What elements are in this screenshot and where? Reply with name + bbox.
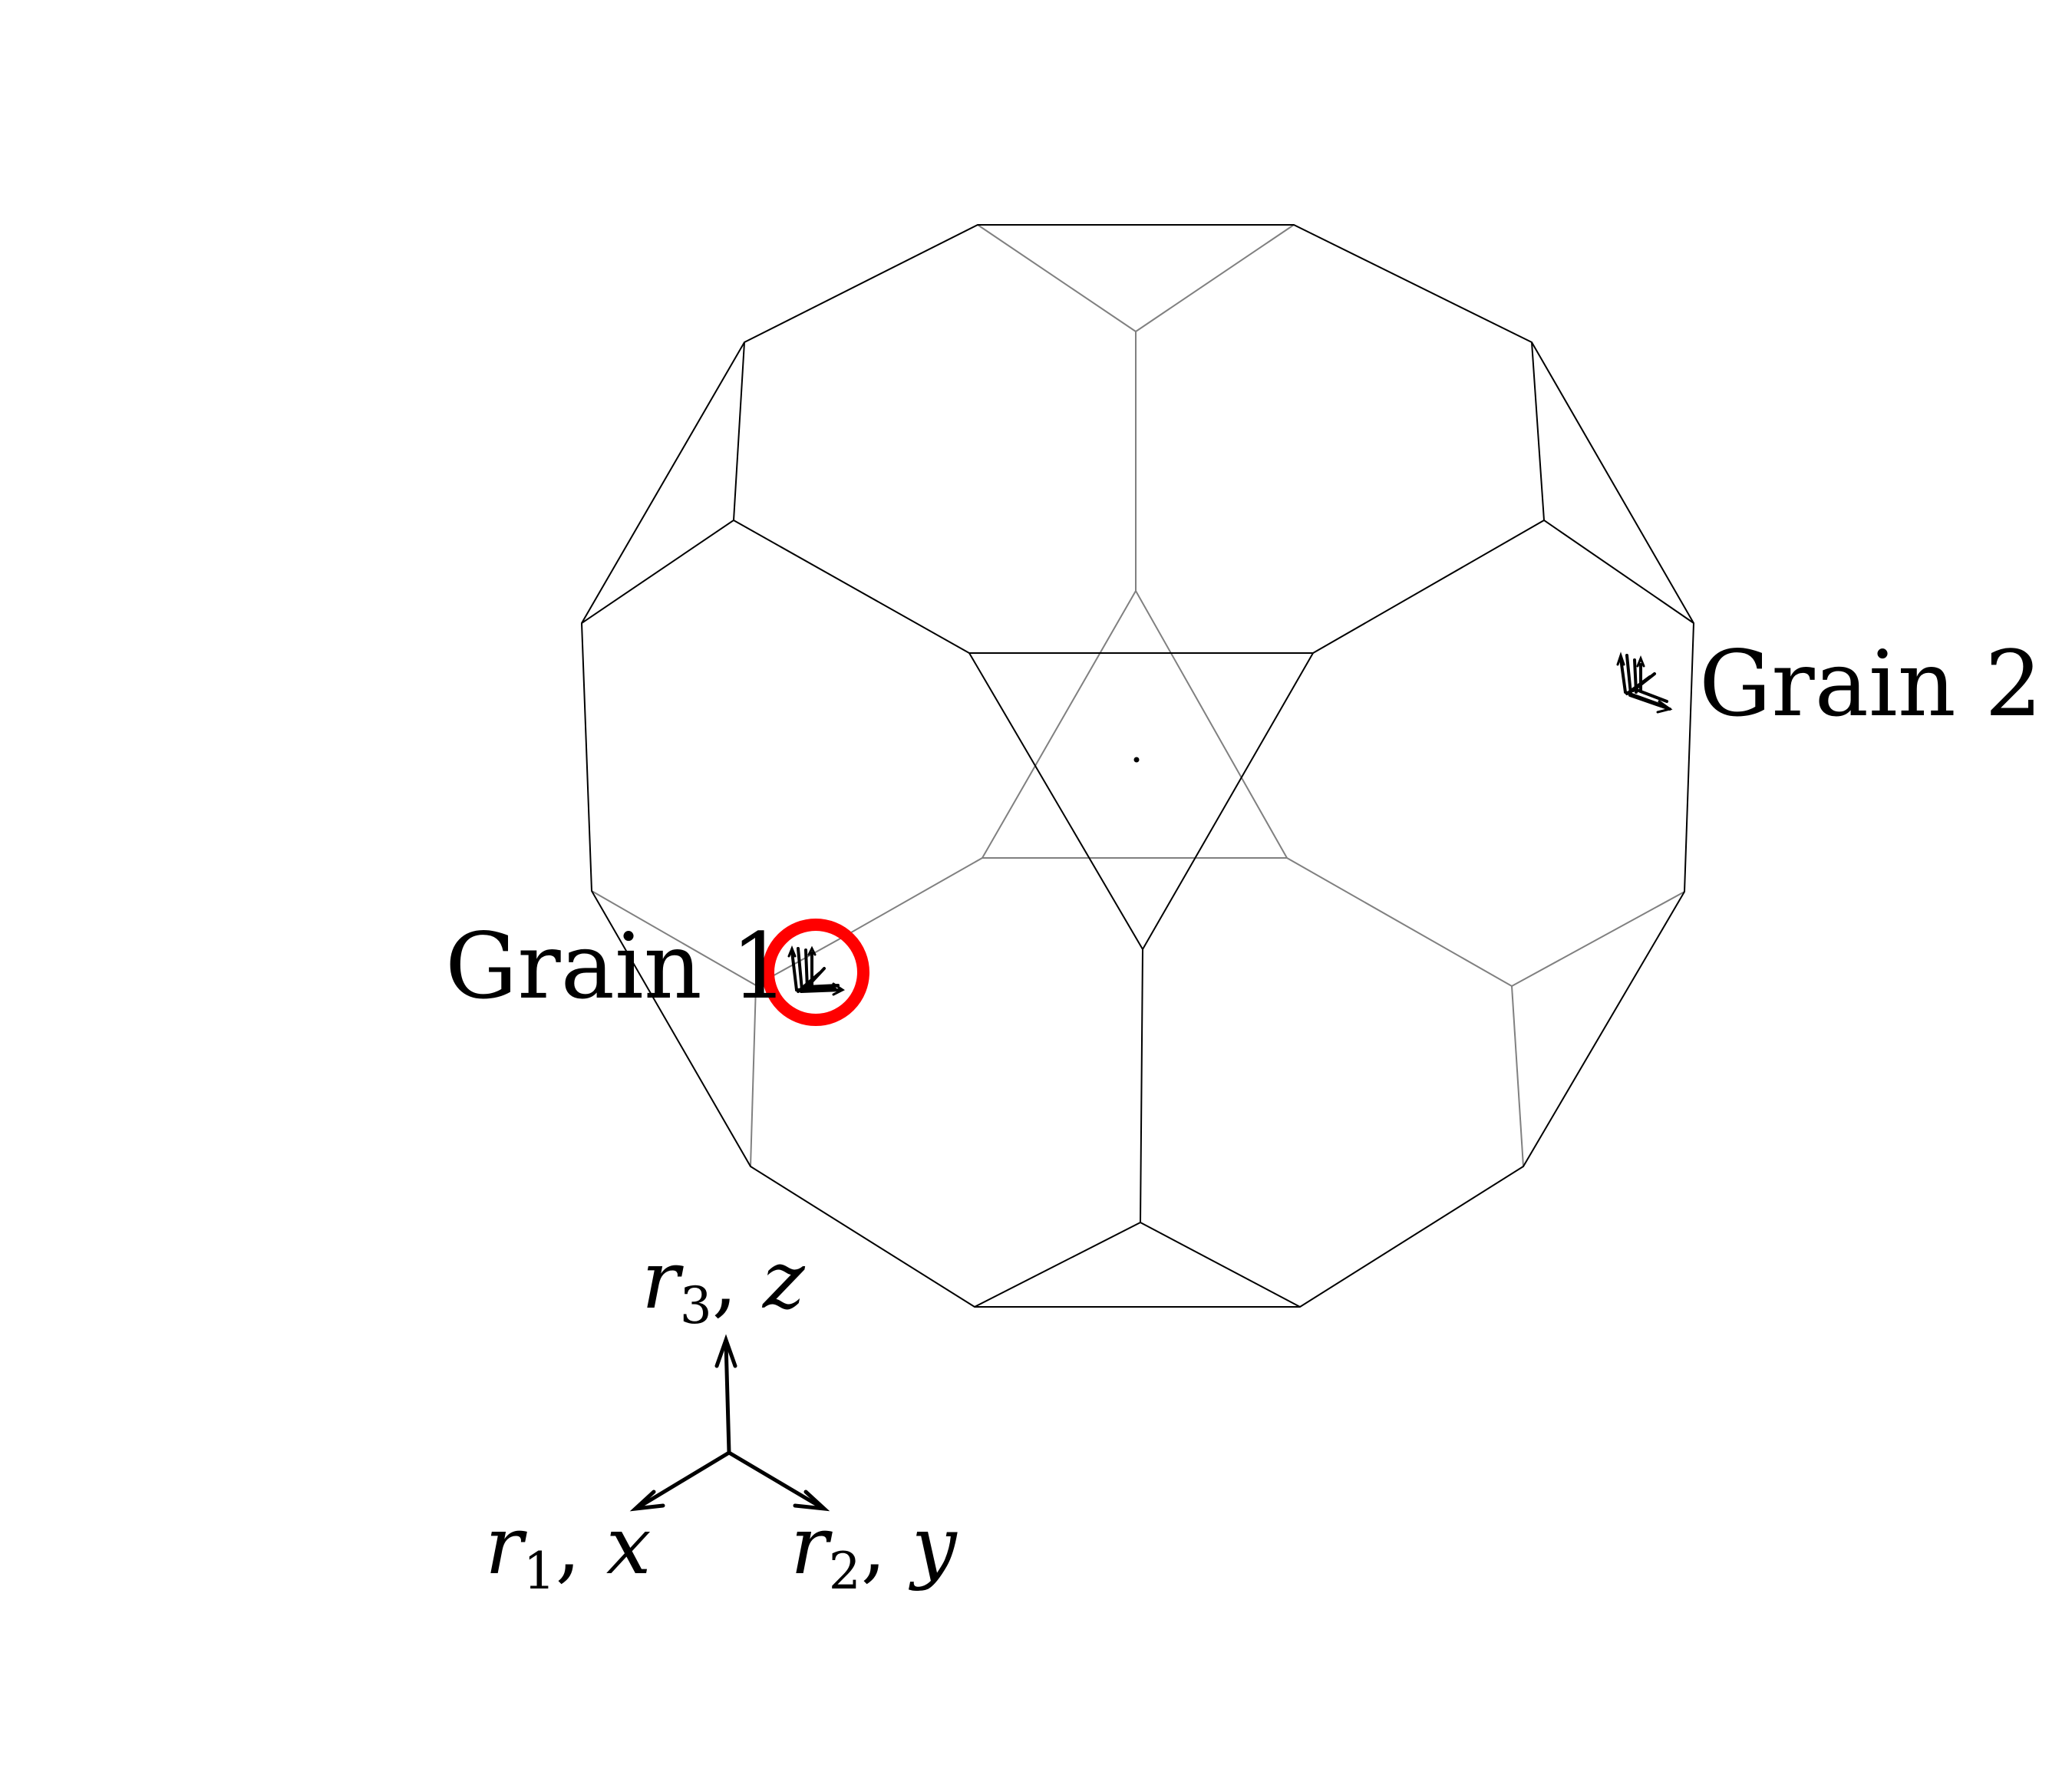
back-edge <box>591 890 757 1167</box>
coordinate-axes <box>629 1334 830 1512</box>
z-axis-arrow <box>724 1341 731 1455</box>
grain-2-label: Grain 2 <box>1699 631 2042 737</box>
y-axis-label: r2, y <box>790 1499 958 1601</box>
back-edge <box>1511 985 1524 1167</box>
grain-1-highlight-circle <box>762 919 869 1026</box>
z-axis-arrowhead <box>714 1334 737 1368</box>
x-axis-arrow <box>636 1450 731 1509</box>
y-axis-arrow <box>727 1450 823 1509</box>
x-axis-arrowhead <box>629 1490 665 1512</box>
front-edges <box>580 224 1695 1308</box>
back-edge <box>981 589 1288 859</box>
grain-1-label: Grain 1 <box>445 913 788 1019</box>
x-axis-label: r1, x <box>485 1499 652 1601</box>
grain-2-orientation-glyph <box>1616 652 1673 714</box>
center-point <box>1133 757 1140 763</box>
y-axis-arrowhead <box>793 1490 830 1512</box>
front-edge <box>733 520 1545 654</box>
front-edge <box>1140 1222 1301 1308</box>
z-axis-label: r3, z <box>642 1233 806 1335</box>
grain-1-orientation-glyph <box>787 945 845 996</box>
